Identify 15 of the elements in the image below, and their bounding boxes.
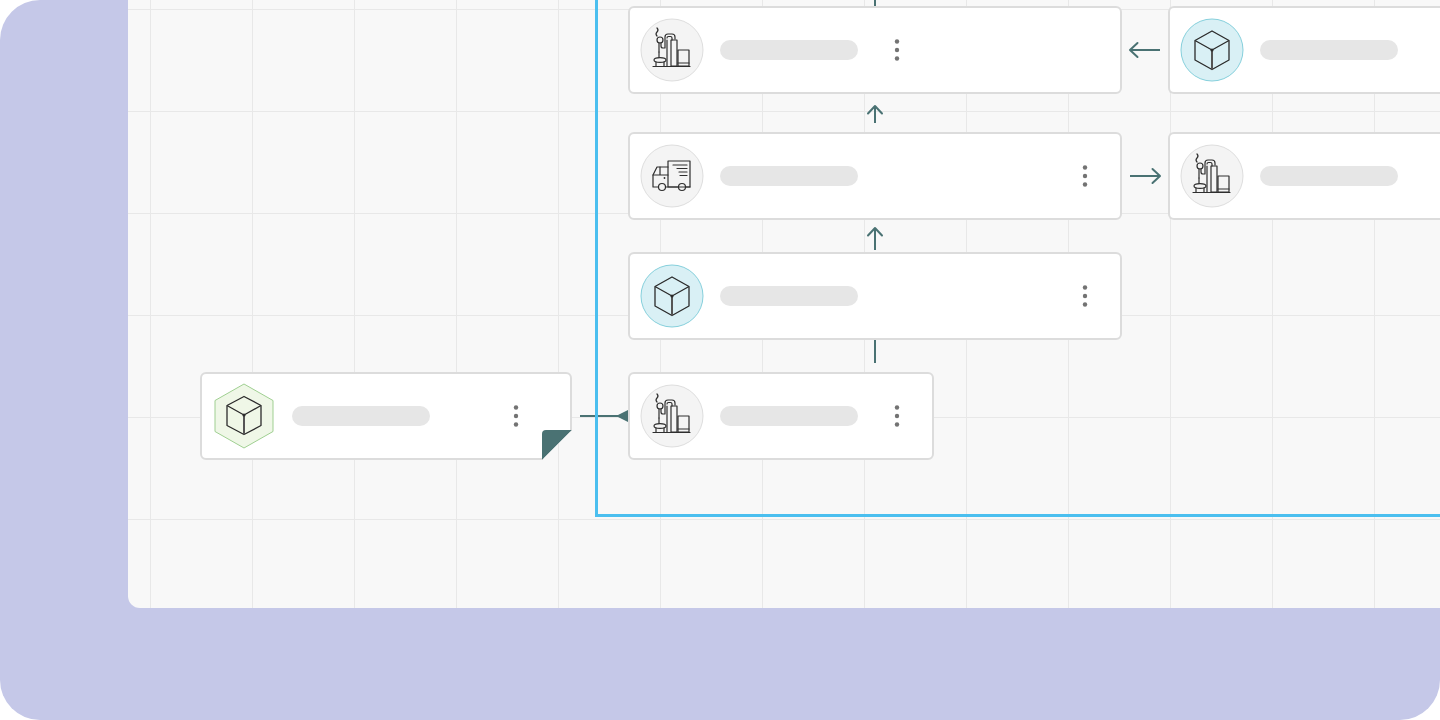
arrow [579, 410, 629, 422]
arrow [1129, 168, 1161, 184]
connector-line [874, 0, 876, 7]
node-card [200, 372, 572, 460]
node-card [628, 6, 1122, 94]
node-card [628, 132, 1122, 220]
node-card [628, 252, 1122, 340]
node-card [1168, 132, 1440, 220]
node-card [1168, 6, 1440, 94]
group-frame [595, 0, 1440, 517]
arrow [867, 105, 883, 124]
arrow [867, 227, 883, 251]
connector-line [874, 339, 876, 364]
arrow [1129, 42, 1161, 58]
node-card [628, 372, 934, 460]
